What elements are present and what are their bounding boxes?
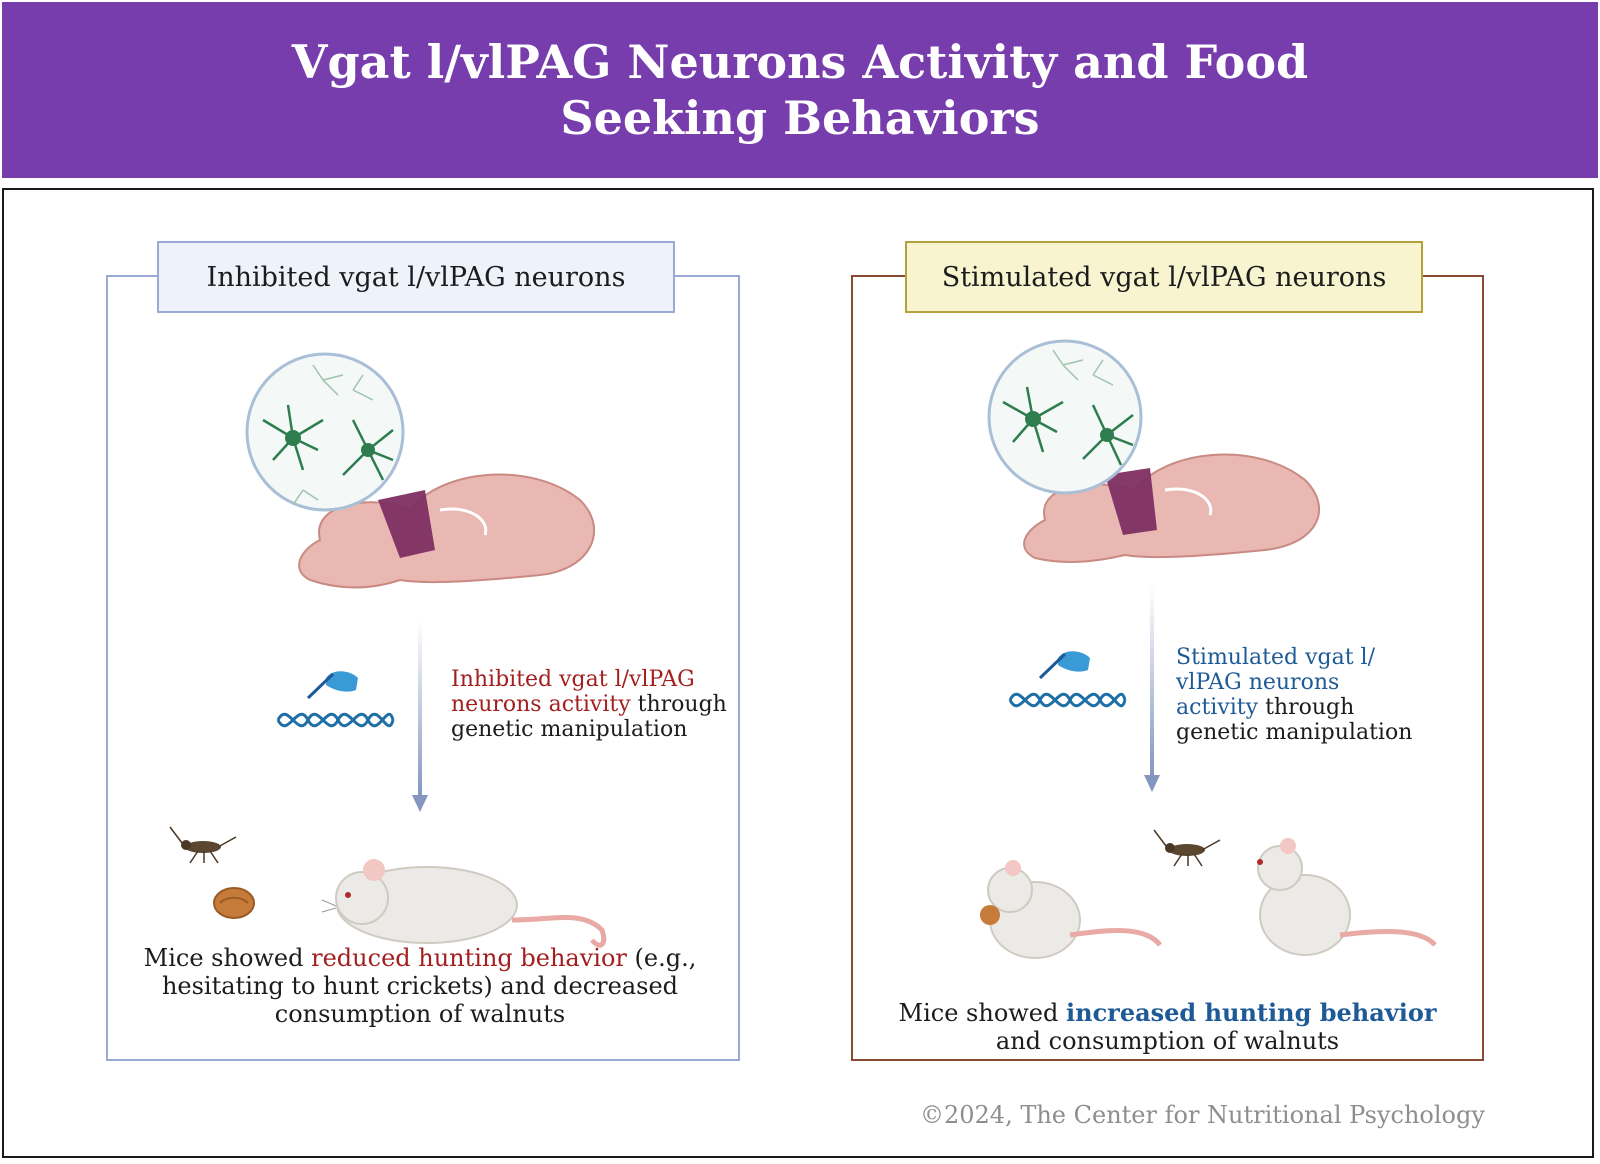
brain-icon (1023, 453, 1321, 563)
stimulated-step-text: Stimulated vgat l/ vlPAG neurons activit… (1176, 645, 1413, 745)
mouse-icon (321, 859, 607, 948)
dna-edit-icon (276, 671, 395, 728)
down-arrow (412, 620, 428, 812)
content-frame (2, 188, 1594, 1158)
stimulated-panel-label: Stimulated vgat l/vlPAG neurons (905, 241, 1423, 313)
copyright-notice: ©2024, The Center for Nutritional Psycho… (920, 1101, 1485, 1129)
dna-edit-icon (1008, 651, 1127, 708)
walnut-icon (213, 887, 255, 919)
title-banner: Vgat l/vlPAG Neurons Activity and Food S… (2, 2, 1598, 178)
neuron-magnifier-icon (987, 339, 1143, 495)
cricket-icon (1153, 829, 1221, 867)
inhibited-panel-label: Inhibited vgat l/vlPAG neurons (157, 241, 675, 313)
neuron-magnifier-icon (245, 352, 405, 512)
inhibited-step-text: Inhibited vgat l/vlPAG neurons activity … (451, 667, 727, 742)
stimulated-outcome-text: Mice showed increased hunting behavior a… (898, 998, 1437, 1056)
mouse-icon (1257, 838, 1437, 956)
down-arrow (1144, 585, 1160, 792)
inhibited-outcome-text: Mice showed reduced hunting behavior (e.… (143, 944, 697, 1028)
page-title: Vgat l/vlPAG Neurons Activity and Food S… (291, 35, 1309, 145)
cricket-icon (169, 826, 237, 864)
mouse-icon (980, 860, 1162, 959)
brain-icon (298, 473, 596, 589)
